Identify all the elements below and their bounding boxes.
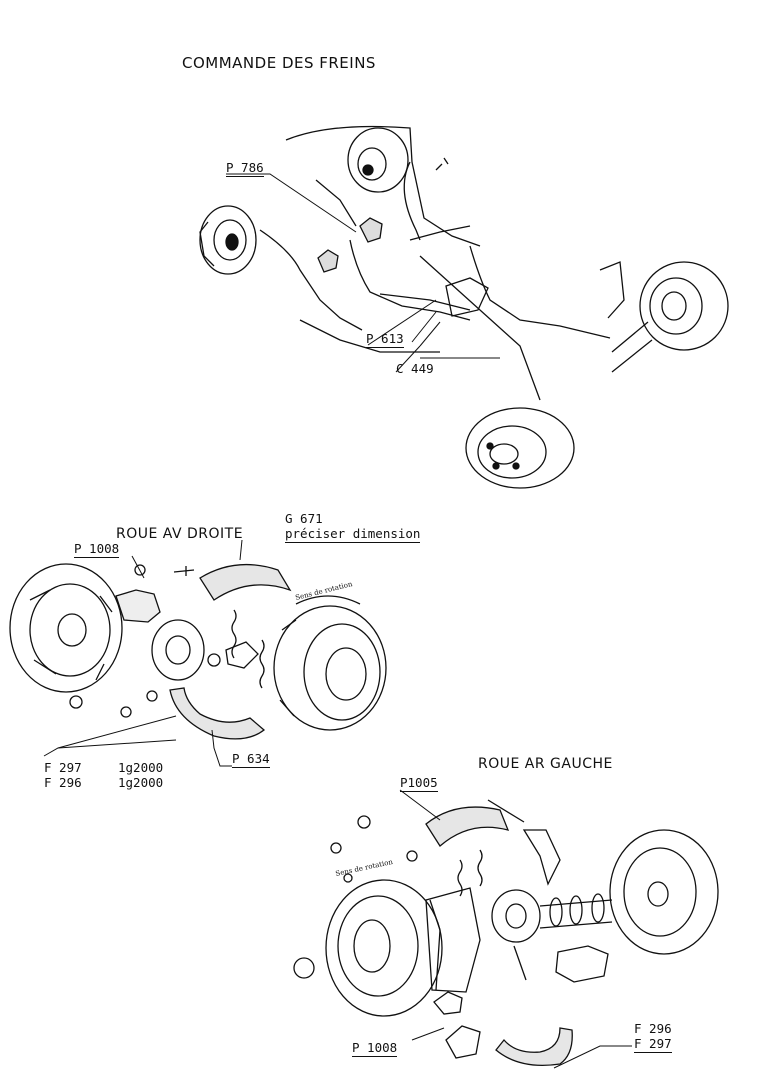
label-p634: P 634 [232, 751, 270, 768]
label-f297-front-length: 1g2000 [118, 760, 164, 775]
label-g671-note: préciser dimension [285, 526, 421, 543]
rear-right-drum [599, 261, 729, 373]
brake-shoe-lower-rear [495, 1027, 573, 1067]
bearing-hub-rear [491, 889, 613, 943]
return-spring-front [231, 609, 237, 659]
brake-drum-rear [325, 879, 443, 1017]
front-left-drum [199, 205, 257, 275]
label-p1005: P1005 [400, 775, 438, 792]
front-right-drum [465, 407, 575, 489]
brake-drum-front [273, 605, 387, 731]
backing-plate-rear [609, 829, 719, 955]
brake-shoe-upper-front [199, 563, 292, 601]
label-f297-front: F 297 [44, 760, 82, 775]
label-p1008-rear: P 1008 [352, 1040, 398, 1057]
svg-text:Sens de rotation: Sens de rotation [335, 858, 394, 878]
label-c449: C 449 [396, 361, 434, 376]
label-p613: P 613 [366, 331, 404, 348]
front-wheel-exploded: Sens de rotation [9, 539, 387, 767]
hub-front [151, 619, 221, 681]
label-p786: P 786 [226, 160, 264, 177]
label-p1008-front: P 1008 [74, 541, 120, 558]
wheel-cylinder-rear [555, 945, 609, 983]
label-f296-rear: F 296 [634, 1021, 672, 1036]
label-f297-rear: F 297 [634, 1036, 672, 1053]
wheel-cylinder-front [115, 589, 161, 623]
rear-top-drum [347, 127, 409, 193]
label-f296-front-length: 1g2000 [118, 775, 164, 790]
brake-system-overview [199, 125, 729, 489]
brake-shoe-lower-front [169, 687, 266, 740]
brake-shoe-upper-rear [425, 806, 510, 847]
label-f296-front: F 296 [44, 775, 82, 790]
label-g671: G 671 [285, 511, 323, 526]
title-brake-control: COMMANDE DES FREINS [182, 54, 376, 72]
title-front-right-wheel: ROUE AV DROITE [116, 526, 244, 542]
title-rear-left-wheel: ROUE AR GAUCHE [478, 756, 613, 772]
hub-flange-rear [425, 887, 481, 993]
backing-plate-front [9, 563, 123, 693]
handbrake-lever-rear [522, 829, 561, 886]
rear-wheel-exploded: Sens de rotation [293, 789, 719, 1069]
